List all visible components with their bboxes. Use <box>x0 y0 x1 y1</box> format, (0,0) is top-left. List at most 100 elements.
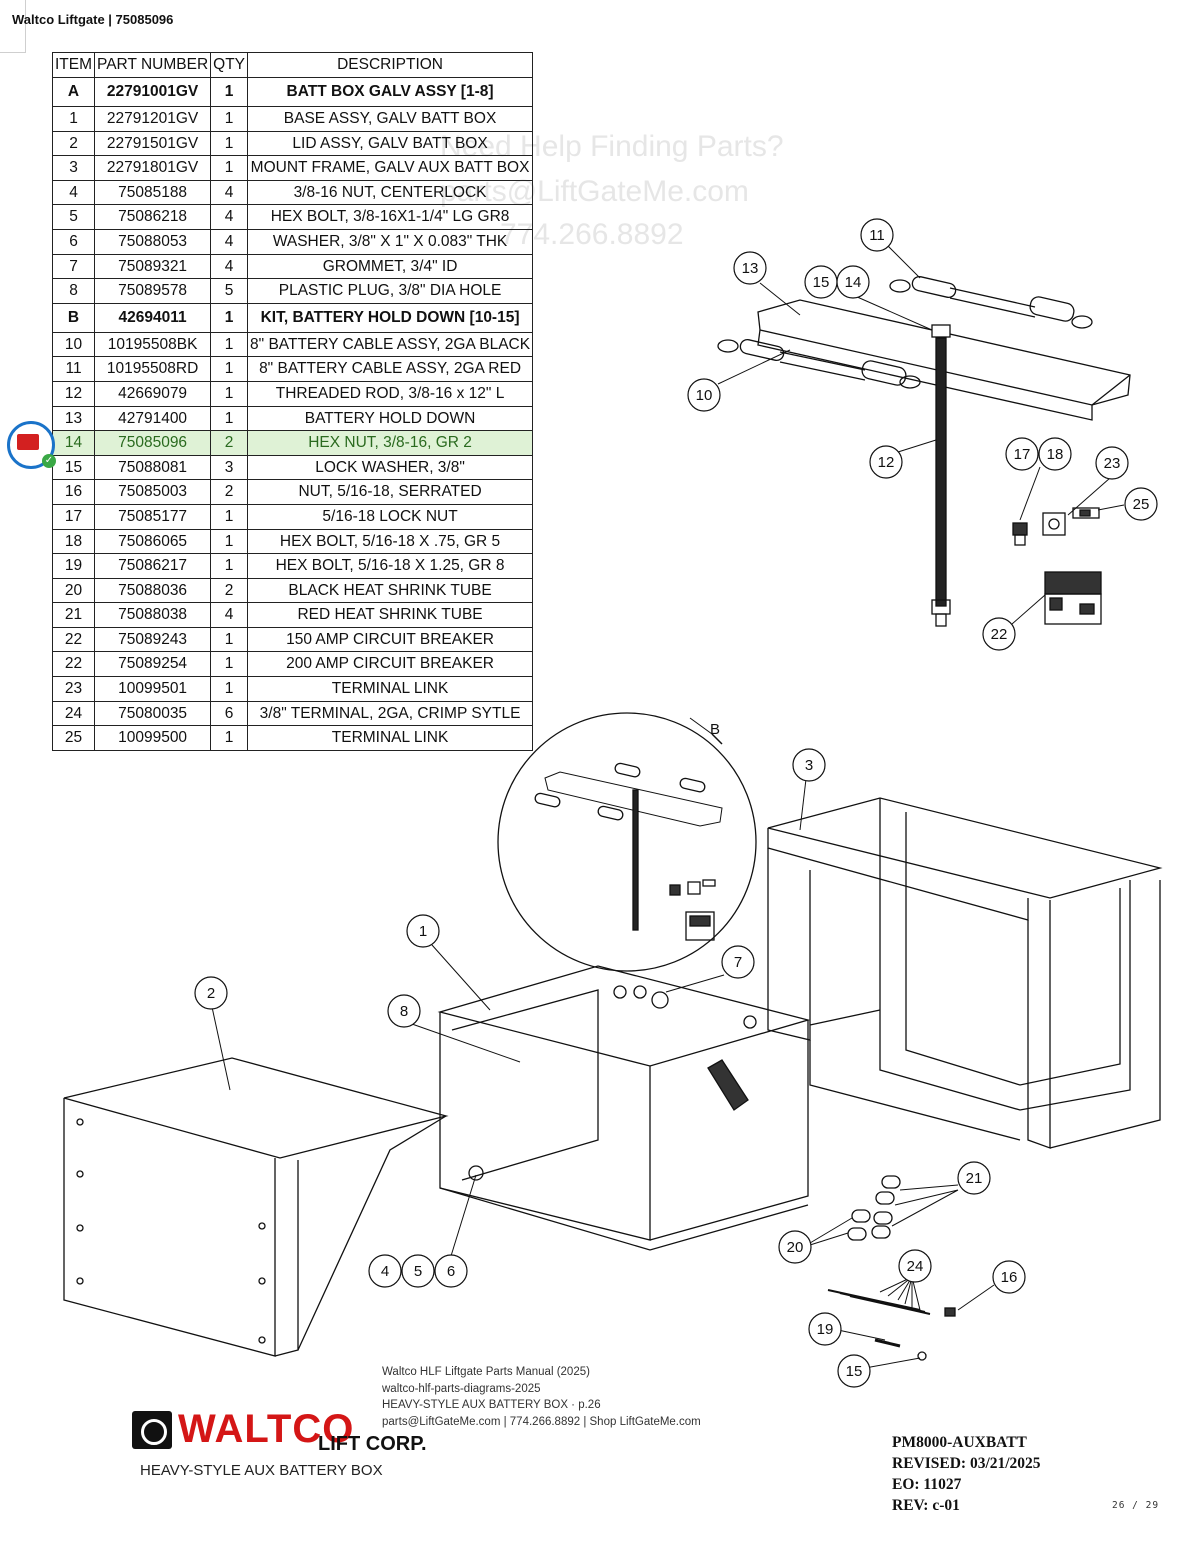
svg-text:10: 10 <box>696 387 713 404</box>
balloon-22: 22 <box>982 617 1016 651</box>
balloon-4: 4 <box>368 1254 402 1288</box>
footer-ref-line-3: HEAVY-STYLE AUX BATTERY BOX · p.26 <box>382 1399 601 1411</box>
cell-description: THREADED ROD, 3/8-16 x 12" L <box>247 380 534 407</box>
cell-description: WASHER, 3/8" X 1" X 0.083" THK <box>247 228 534 255</box>
cell-part-number: 75086217 <box>94 553 212 579</box>
header-item: ITEM <box>51 52 96 78</box>
small-hardware <box>1012 507 1100 546</box>
balloon-20: 20 <box>778 1230 812 1264</box>
cell-part-number: 22791201GV <box>94 106 212 132</box>
svg-text:4: 4 <box>381 1263 389 1280</box>
document-title: Waltco Liftgate | 75085096 <box>12 12 174 27</box>
svg-text:1: 1 <box>419 923 427 940</box>
cell-description: BATT BOX GALV ASSY [1-8] <box>247 77 534 107</box>
balloon-3: 3 <box>792 748 826 782</box>
battery-hold-down-kit <box>717 275 1131 627</box>
cell-part-number: 75088038 <box>94 602 212 628</box>
header-description: DESCRIPTION <box>247 52 534 78</box>
cell-item: 10 <box>51 331 96 358</box>
balloon-7: 7 <box>721 945 755 979</box>
cell-item: 6 <box>51 228 96 255</box>
cell-item: 19 <box>51 553 96 579</box>
cell-description: HEX BOLT, 5/16-18 X 1.25, GR 8 <box>247 553 534 579</box>
corner-tab <box>0 0 26 53</box>
base-assembly <box>437 965 811 1251</box>
svg-text:11: 11 <box>869 227 885 244</box>
cell-qty: 1 <box>210 528 249 555</box>
cell-qty: 1 <box>210 302 249 333</box>
svg-text:2: 2 <box>207 985 215 1002</box>
svg-text:15: 15 <box>846 1363 863 1380</box>
footer-ref-line-1: Waltco HLF Liftgate Parts Manual (2025) <box>382 1366 590 1378</box>
header-qty: QTY <box>210 52 249 78</box>
svg-text:20: 20 <box>787 1239 804 1256</box>
cell-part-number: 22791801GV <box>94 155 212 181</box>
balloon-5: 5 <box>401 1254 435 1288</box>
svg-text:16: 16 <box>1001 1269 1018 1286</box>
drawing-meta: PM8000-AUXBATT REVISED: 03/21/2025 EO: 1… <box>892 1432 1041 1516</box>
cell-part-number: 42694011 <box>94 302 212 333</box>
svg-text:21: 21 <box>966 1170 983 1187</box>
svg-text:15: 15 <box>813 274 830 291</box>
lid-assembly <box>63 1057 449 1357</box>
footer-ref-line-4[interactable]: parts@LiftGateMe.com | 774.266.8892 | Sh… <box>382 1415 701 1428</box>
detail-view-b <box>497 712 757 972</box>
cell-item: 11 <box>51 356 96 382</box>
cell-description: 8" BATTERY CABLE ASSY, 2GA RED <box>247 356 534 382</box>
cell-description: HEX NUT, 3/8-16, GR 2 <box>247 430 534 456</box>
cell-description: HEX BOLT, 3/8-16X1-1/4" LG GR8 <box>247 204 534 230</box>
cell-item: 7 <box>51 253 96 280</box>
table-header-row: ITEM PART NUMBER QTY DESCRIPTION <box>51 52 534 78</box>
svg-text:25: 25 <box>1133 496 1150 513</box>
revised-date: REVISED: 03/21/2025 <box>892 1455 1041 1472</box>
detail-label-b: B <box>710 721 720 738</box>
cell-qty: 2 <box>210 577 249 604</box>
svg-text:14: 14 <box>845 274 862 291</box>
truck-icon <box>17 434 39 450</box>
cell-qty: 1 <box>210 380 249 407</box>
balloon-15: 15 <box>804 265 838 299</box>
cell-part-number: 75089254 <box>94 651 212 678</box>
cell-qty: 4 <box>210 179 249 206</box>
cell-part-number: 22791001GV <box>94 77 212 107</box>
footer-reference: Waltco HLF Liftgate Parts Manual (2025) … <box>382 1364 701 1430</box>
cell-part-number: 75088036 <box>94 577 212 604</box>
cell-description: TERMINAL LINK <box>247 725 534 751</box>
balloon-2: 2 <box>194 976 228 1010</box>
svg-text:13: 13 <box>742 260 759 277</box>
cell-part-number: 75088053 <box>94 228 212 255</box>
cell-part-number: 75086218 <box>94 204 212 230</box>
svg-text:18: 18 <box>1047 446 1064 463</box>
balloon-15b: 15 <box>837 1354 871 1388</box>
cell-description: GROMMET, 3/4" ID <box>247 253 534 280</box>
cell-part-number: 10099500 <box>94 725 212 751</box>
balloon-1: 1 <box>406 914 440 948</box>
balloon-10: 10 <box>687 378 721 412</box>
cell-description: KIT, BATTERY HOLD DOWN [10-15] <box>247 302 534 333</box>
balloon-6: 6 <box>434 1254 468 1288</box>
logo-name: WALTCO <box>178 1407 355 1451</box>
cell-part-number: 10195508BK <box>94 331 212 358</box>
cell-item: 20 <box>51 577 96 604</box>
cart-badge[interactable]: ✓ <box>7 421 56 469</box>
cell-item: B <box>51 302 96 333</box>
revision: REV: c-01 <box>892 1497 960 1514</box>
balloon-25: 25 <box>1124 487 1158 521</box>
heat-shrink-and-terminals <box>827 1175 956 1361</box>
balloon-18: 18 <box>1038 437 1072 471</box>
cell-qty: 1 <box>210 130 249 157</box>
